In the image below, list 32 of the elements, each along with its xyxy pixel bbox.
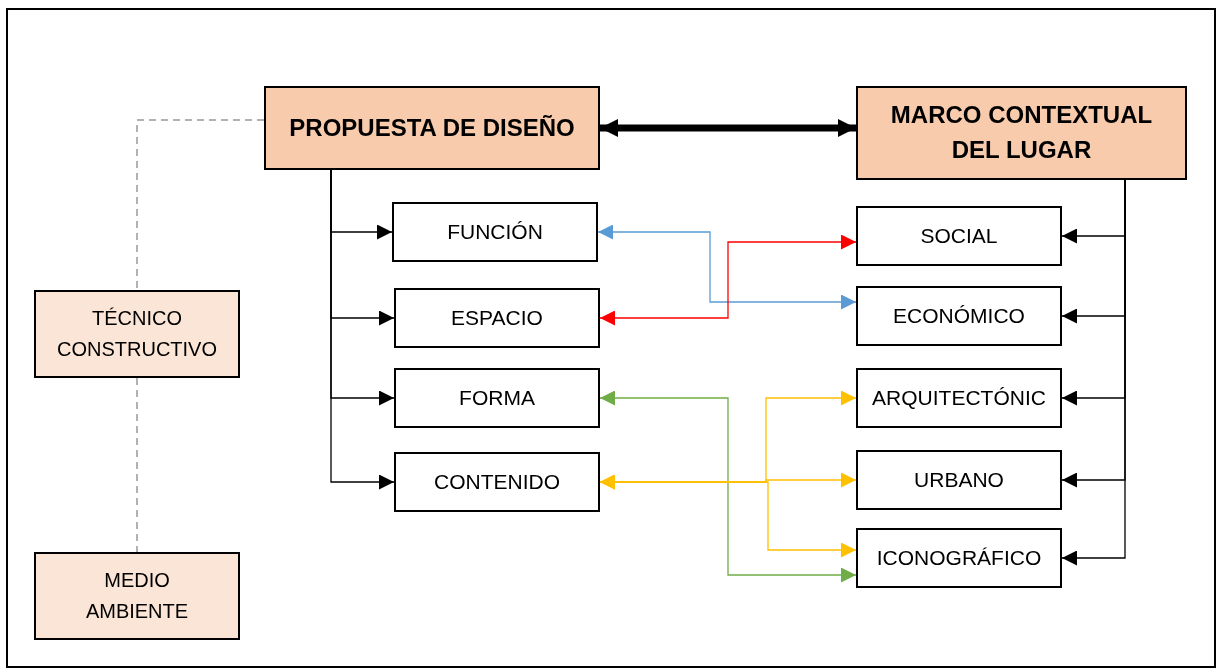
box-label: CONTENIDO bbox=[434, 469, 560, 496]
side-factor-box bbox=[34, 290, 240, 378]
aspect-box bbox=[392, 202, 598, 262]
connector-arrow bbox=[597, 224, 857, 310]
box-label: PROPUESTA DE DISEÑO bbox=[289, 112, 575, 143]
connector-arrow bbox=[600, 119, 856, 137]
aspect-box bbox=[394, 452, 600, 512]
aspect-box bbox=[856, 368, 1062, 428]
main-category-box bbox=[264, 86, 600, 170]
box-label: MARCO CONTEXTUAL DEL LUGAR bbox=[889, 100, 1154, 165]
aspect-box bbox=[856, 450, 1062, 510]
box-label: ECONÓMICO bbox=[893, 303, 1025, 330]
aspect-box bbox=[856, 206, 1062, 266]
main-category-box bbox=[856, 86, 1187, 180]
aspect-box bbox=[856, 286, 1062, 346]
aspect-box bbox=[856, 528, 1062, 588]
aspect-box bbox=[394, 368, 600, 428]
box-label: URBANO bbox=[914, 467, 1004, 494]
box-label: ESPACIO bbox=[451, 305, 543, 332]
side-factor-box bbox=[34, 552, 240, 640]
aspect-box bbox=[394, 288, 600, 348]
box-label: FORMA bbox=[459, 385, 535, 412]
connector-arrow bbox=[599, 474, 857, 558]
box-label: ARQUITECTÓNIC bbox=[872, 385, 1046, 412]
connector-arrow bbox=[599, 390, 857, 583]
box-label: FUNCIÓN bbox=[447, 219, 543, 246]
box-label: SOCIAL bbox=[920, 223, 998, 250]
connector-arrow bbox=[599, 234, 857, 326]
connector-arrow bbox=[330, 169, 395, 490]
box-label: ICONOGRÁFICO bbox=[876, 545, 1042, 572]
box-label: TÉCNICO CONSTRUCTIVO bbox=[57, 306, 217, 362]
box-label: MEDIO AMBIENTE bbox=[84, 568, 190, 624]
